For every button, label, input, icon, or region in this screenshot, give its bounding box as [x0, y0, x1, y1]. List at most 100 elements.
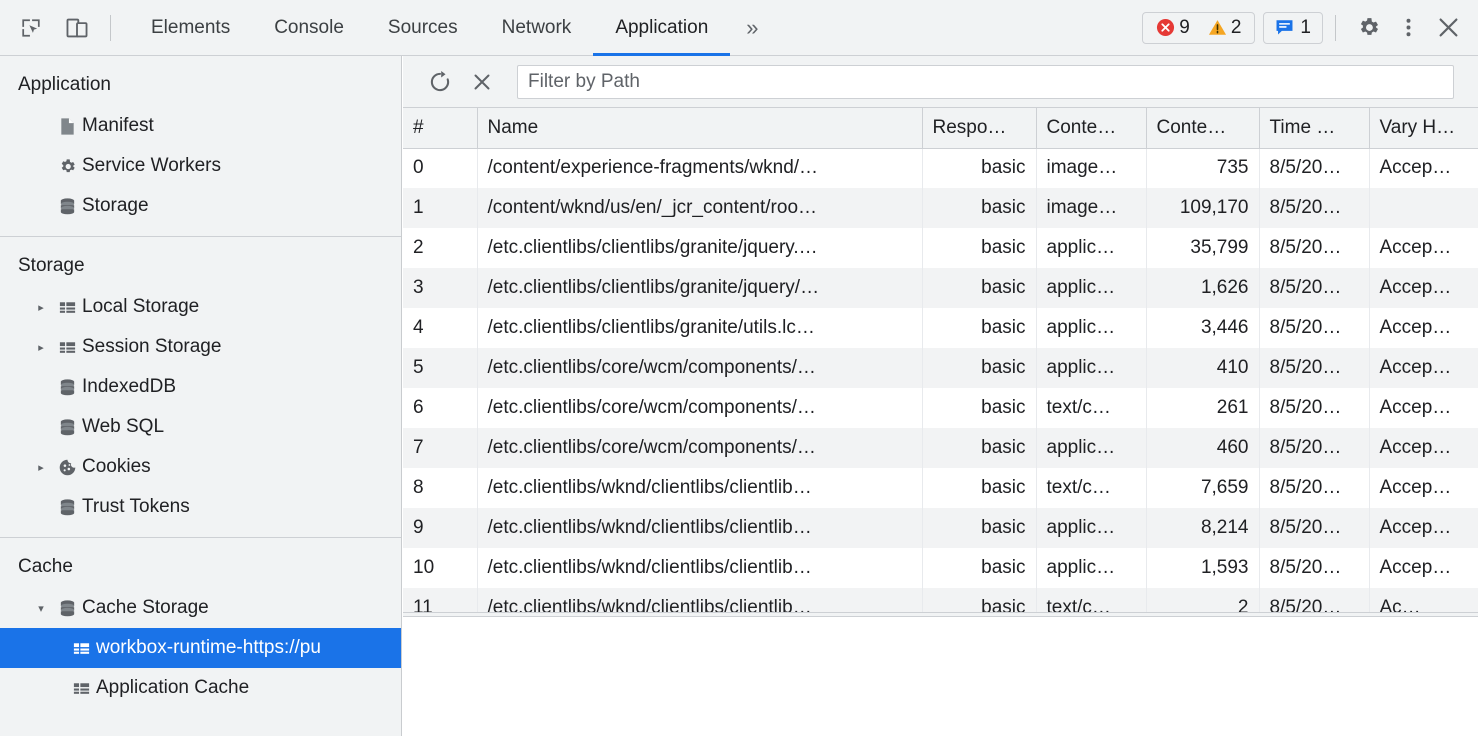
table-row[interactable]: 11/etc.clientlibs/wknd/clientlibs/client…: [403, 588, 1478, 612]
table-row[interactable]: 2/etc.clientlibs/clientlibs/granite/jque…: [403, 228, 1478, 268]
chevron-down-icon[interactable]: ▾: [30, 602, 52, 615]
application-sidebar[interactable]: Application ▸ Manifest ▸ S: [0, 56, 402, 736]
cell-content-length: 7,659: [1146, 468, 1259, 508]
cell-name: /etc.clientlibs/clientlibs/granite/utils…: [477, 308, 922, 348]
device-toolbar-icon[interactable]: [54, 0, 100, 56]
column-header-content-length[interactable]: Conte…: [1146, 108, 1259, 148]
column-header-time-cached[interactable]: Time …: [1259, 108, 1369, 148]
table-row[interactable]: 5/etc.clientlibs/core/wcm/components/…ba…: [403, 348, 1478, 388]
cell-idx: 0: [403, 148, 477, 188]
sidebar-section-title: Application: [0, 56, 401, 106]
message-icon: [1275, 18, 1294, 37]
cell-content-type: text/c…: [1036, 468, 1146, 508]
cache-entries-table-wrapper[interactable]: # Name Respo… Conte… Conte… Time … Vary …: [403, 108, 1478, 612]
filter-by-path-input[interactable]: [517, 65, 1454, 99]
warning-counter[interactable]: 2: [1204, 17, 1246, 39]
table-row[interactable]: 7/etc.clientlibs/core/wcm/components/…ba…: [403, 428, 1478, 468]
cell-content-type: image…: [1036, 188, 1146, 228]
cell-vary: Accep…: [1369, 548, 1478, 588]
cache-entry-preview-panel: [403, 618, 1478, 736]
sidebar-item-cache-storage[interactable]: ▾ Cache Storage: [0, 588, 401, 628]
column-header-name[interactable]: Name: [477, 108, 922, 148]
column-header-vary-header[interactable]: Vary H…: [1369, 108, 1478, 148]
cell-name: /etc.clientlibs/core/wcm/components/…: [477, 348, 922, 388]
cell-vary: Accep…: [1369, 508, 1478, 548]
error-counter[interactable]: 9: [1152, 17, 1194, 39]
sidebar-item-trust-tokens[interactable]: ▸ Trust Tokens: [0, 487, 401, 527]
sidebar-item-session-storage[interactable]: ▸ Session Storage: [0, 327, 401, 367]
more-tabs-icon[interactable]: »: [730, 0, 774, 56]
table-row[interactable]: 9/etc.clientlibs/wknd/clientlibs/clientl…: [403, 508, 1478, 548]
sidebar-item-workbox-runtime-cache[interactable]: workbox-runtime-https://pu: [0, 628, 401, 668]
tab-console[interactable]: Console: [252, 0, 366, 56]
sidebar-section-title: Storage: [0, 237, 401, 287]
cell-response: basic: [922, 508, 1036, 548]
table-row[interactable]: 1/content/wknd/us/en/_jcr_content/roo…ba…: [403, 188, 1478, 228]
sidebar-item-local-storage[interactable]: ▸ Local Storage: [0, 287, 401, 327]
cell-time: 8/5/20…: [1259, 428, 1369, 468]
cell-content-type: image…: [1036, 148, 1146, 188]
delete-entry-icon[interactable]: [461, 61, 503, 103]
cell-name: /content/experience-fragments/wknd/…: [477, 148, 922, 188]
table-grid-icon: [52, 298, 82, 317]
cell-time: 8/5/20…: [1259, 268, 1369, 308]
sidebar-item-label: Cookies: [82, 456, 151, 478]
sidebar-item-application-cache[interactable]: Application Cache: [0, 668, 401, 708]
table-row[interactable]: 8/etc.clientlibs/wknd/clientlibs/clientl…: [403, 468, 1478, 508]
column-header-index[interactable]: #: [403, 108, 477, 148]
inspect-cursor-icon[interactable]: [8, 0, 54, 56]
cell-name: /etc.clientlibs/core/wcm/components/…: [477, 428, 922, 468]
messages-badge[interactable]: 1: [1263, 12, 1323, 44]
database-icon: [52, 498, 82, 517]
sidebar-item-manifest[interactable]: ▸ Manifest: [0, 106, 401, 146]
close-icon[interactable]: [1428, 8, 1468, 48]
cache-toolbar: [403, 56, 1478, 108]
cell-idx: 7: [403, 428, 477, 468]
cell-vary: Accep…: [1369, 308, 1478, 348]
cache-entries-table: # Name Respo… Conte… Conte… Time … Vary …: [403, 108, 1478, 612]
cell-content-length: 109,170: [1146, 188, 1259, 228]
table-row[interactable]: 0/content/experience-fragments/wknd/…bas…: [403, 148, 1478, 188]
sidebar-item-cookies[interactable]: ▸ Cookies: [0, 447, 401, 487]
toolbar-right-group: 9 2 1: [1142, 8, 1478, 48]
column-header-content-type[interactable]: Conte…: [1036, 108, 1146, 148]
table-grid-icon: [66, 679, 96, 698]
database-icon: [52, 197, 82, 216]
column-header-response-type[interactable]: Respo…: [922, 108, 1036, 148]
issue-counters[interactable]: 9 2: [1142, 12, 1255, 44]
table-row[interactable]: 10/etc.clientlibs/wknd/clientlibs/client…: [403, 548, 1478, 588]
tab-sources[interactable]: Sources: [366, 0, 480, 56]
sidebar-item-storage[interactable]: ▸ Storage: [0, 186, 401, 226]
sidebar-item-label: Application Cache: [96, 677, 249, 699]
cell-content-type: text/c…: [1036, 388, 1146, 428]
cell-content-length: 3,446: [1146, 308, 1259, 348]
chevron-right-icon[interactable]: ▸: [30, 461, 52, 474]
sidebar-item-label: Manifest: [82, 115, 154, 137]
refresh-icon[interactable]: [419, 61, 461, 103]
table-row[interactable]: 4/etc.clientlibs/clientlibs/granite/util…: [403, 308, 1478, 348]
tab-network[interactable]: Network: [480, 0, 594, 56]
sidebar-item-web-sql[interactable]: ▸ Web SQL: [0, 407, 401, 447]
kebab-menu-icon[interactable]: [1388, 8, 1428, 48]
cell-content-length: 1,626: [1146, 268, 1259, 308]
gear-icon[interactable]: [1348, 8, 1388, 48]
panel-splitter[interactable]: [403, 612, 1478, 617]
sidebar-item-service-workers[interactable]: ▸ Service Workers: [0, 146, 401, 186]
cell-idx: 5: [403, 348, 477, 388]
sidebar-item-label: IndexedDB: [82, 376, 176, 398]
database-icon: [52, 599, 82, 618]
cell-time: 8/5/20…: [1259, 348, 1369, 388]
table-row[interactable]: 3/etc.clientlibs/clientlibs/granite/jque…: [403, 268, 1478, 308]
cell-content-type: applic…: [1036, 228, 1146, 268]
tab-application[interactable]: Application: [593, 0, 730, 56]
cell-response: basic: [922, 388, 1036, 428]
tab-elements[interactable]: Elements: [129, 0, 252, 56]
table-row[interactable]: 6/etc.clientlibs/core/wcm/components/…ba…: [403, 388, 1478, 428]
cell-time: 8/5/20…: [1259, 188, 1369, 228]
sidebar-item-indexeddb[interactable]: ▸ IndexedDB: [0, 367, 401, 407]
chevron-right-icon[interactable]: ▸: [30, 341, 52, 354]
panel-tabs: Elements Console Sources Network Applica…: [129, 0, 730, 56]
sidebar-item-label: Storage: [82, 195, 149, 217]
chevron-right-icon[interactable]: ▸: [30, 301, 52, 314]
